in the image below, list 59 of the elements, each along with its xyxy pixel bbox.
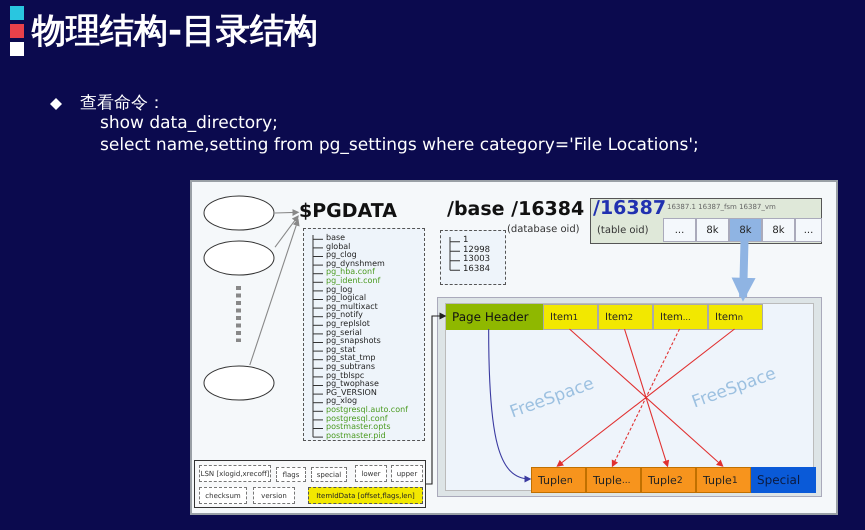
header-layout-box <box>194 460 426 508</box>
directory-list <box>440 230 506 285</box>
title: 物理结构-目录结构 <box>32 10 318 53</box>
directory-entry: pg_tblspc <box>326 372 364 380</box>
arrow <box>274 215 299 248</box>
block-cell: ... <box>663 218 696 242</box>
process-ellipse <box>203 240 275 276</box>
arrow <box>612 328 680 468</box>
arrow <box>249 218 300 366</box>
directory-entry: pg_twophase <box>326 380 379 389</box>
arrow <box>624 328 670 468</box>
process-ellipse <box>203 365 275 401</box>
table-file-box <box>590 198 822 244</box>
caption-text: (database oid) <box>507 224 580 235</box>
directory-entry: pg_logical <box>326 294 366 302</box>
directory-entry: 13003 <box>463 255 490 264</box>
elbow-arrow <box>426 312 446 485</box>
directory-entry: postgresql.conf <box>326 414 388 423</box>
directory-entry: 12998 <box>463 246 490 254</box>
block-cell: 8k <box>696 218 729 242</box>
directory-entry: pg_ident.conf <box>326 277 380 286</box>
directory-entry: PG_VERSION <box>326 388 377 397</box>
directory-entry: pg_log <box>326 286 352 294</box>
directory-entry: postmaster.pid <box>326 432 386 440</box>
table-oid-text: /16387 <box>593 197 666 219</box>
curved-arrow <box>488 329 532 482</box>
directory-entry: pg_notify <box>326 311 363 320</box>
directory-entry: pg_serial <box>326 328 362 337</box>
path-label: /base /16384 <box>447 198 584 220</box>
directory-entry: postgresql.auto.conf <box>326 406 408 414</box>
directory-list <box>303 228 425 441</box>
block-cell: ... <box>795 218 822 242</box>
label-text: 查看命令： <box>80 92 165 114</box>
special-cell: Special <box>751 467 816 493</box>
directory-entry: pg_clog <box>326 251 357 260</box>
block-cell: 8k <box>729 218 762 242</box>
directory-entry: pg_hba.conf <box>326 268 375 276</box>
heading-text: $PGDATA <box>298 198 398 224</box>
directory-entry: pg_xlog <box>326 397 358 406</box>
directory-entry: 16384 <box>463 264 490 274</box>
caption-text: (table oid) <box>597 225 649 236</box>
directory-entry: pg_stat_tmp <box>326 354 376 362</box>
directory-entry: pg_dynshmem <box>326 260 385 268</box>
directory-entry: postmaster.opts <box>326 423 391 432</box>
directory-entry: global <box>326 242 350 251</box>
arrow <box>274 208 300 216</box>
page-header-cell: Page Header <box>446 304 543 330</box>
directory-entry: pg_snapshots <box>326 337 381 346</box>
directory-entry: pg_subtrans <box>326 363 376 372</box>
block-cell: 8k <box>762 218 795 242</box>
directory-entry: pg_multixact <box>326 302 378 311</box>
directory-entry: pg_replslot <box>326 320 370 328</box>
command-text: select name,setting from pg_settings where category='File Locations'; <box>100 135 699 155</box>
directory-entry: 1 <box>463 236 468 246</box>
directory-entry: base <box>326 234 346 242</box>
block-arrow <box>732 240 756 302</box>
directory-entry: pg_stat <box>326 346 356 354</box>
process-ellipse <box>203 195 275 231</box>
command-text: show data_directory; <box>100 113 278 133</box>
